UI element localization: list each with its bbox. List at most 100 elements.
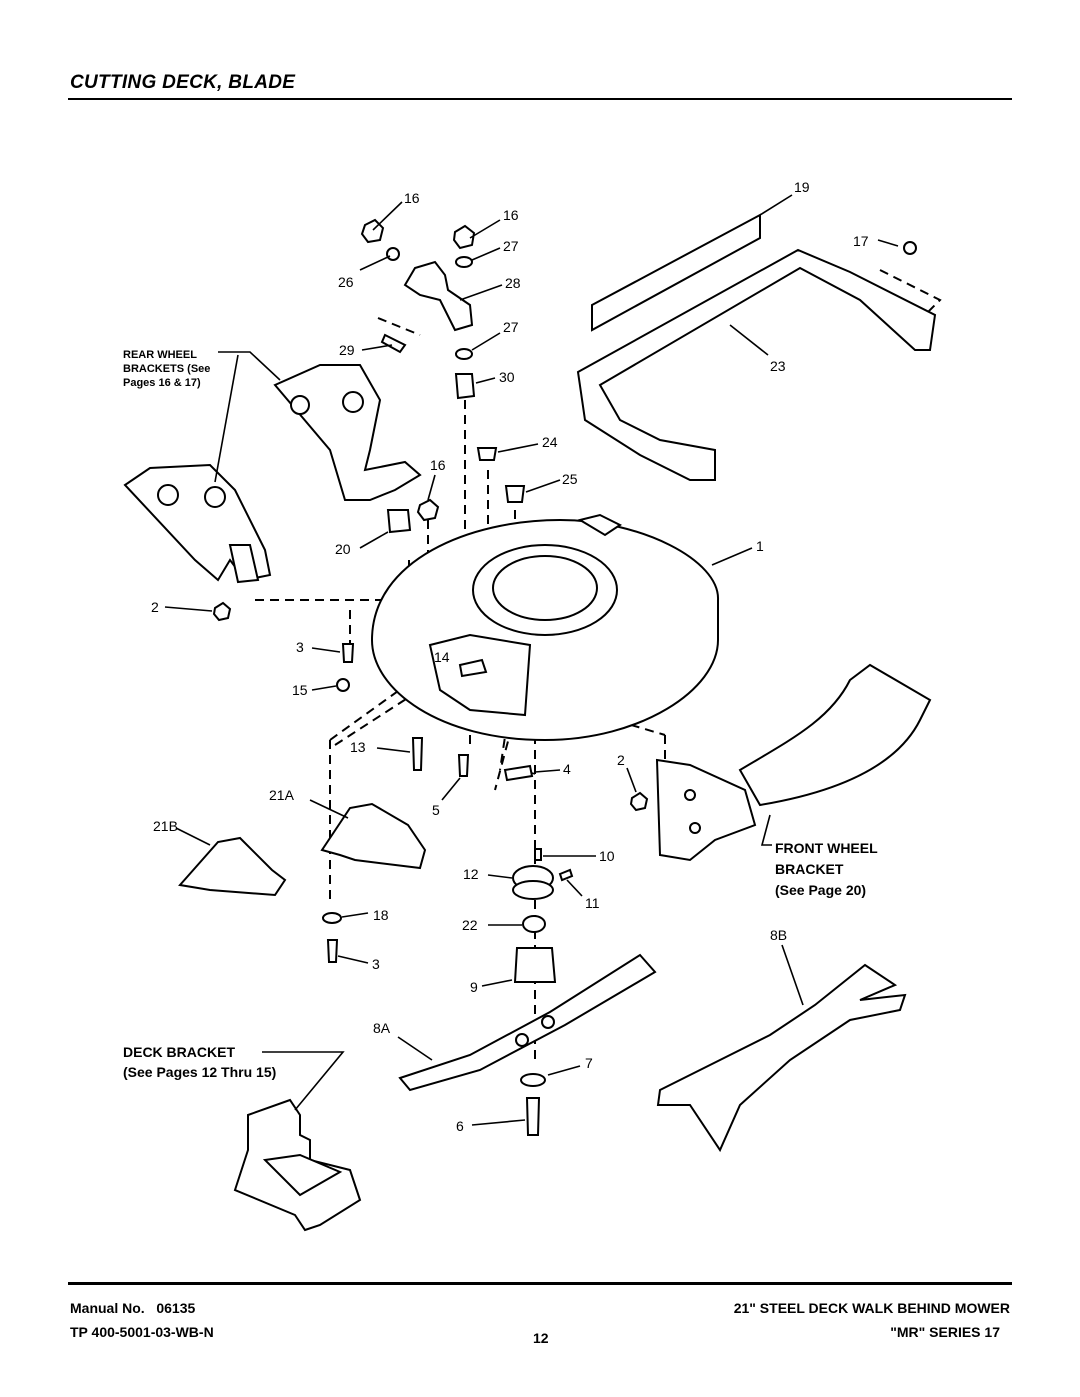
callout-18: 18 bbox=[373, 907, 389, 923]
footer-rule bbox=[68, 1282, 1012, 1285]
adapter-9 bbox=[513, 947, 557, 983]
front-wheel-note: FRONT WHEEL BRACKET (See Page 20) bbox=[775, 840, 878, 898]
washer-27-top bbox=[455, 256, 473, 268]
washer-26 bbox=[386, 247, 400, 261]
callout-14: 14 bbox=[434, 649, 450, 665]
nut-30 bbox=[454, 373, 476, 400]
svg-text:(See Page 20): (See Page 20) bbox=[775, 882, 866, 898]
nut-2-left bbox=[212, 601, 232, 622]
blades bbox=[398, 953, 907, 1153]
deck-brackets-21 bbox=[178, 802, 427, 897]
callout-8b: 8B bbox=[770, 927, 787, 943]
nut-16-deck bbox=[416, 498, 440, 522]
rear-wheel-note: REAR WHEEL BRACKETS (See Pages 16 & 17) bbox=[123, 349, 210, 389]
callout-3: 3 bbox=[296, 639, 304, 655]
deck-bracket bbox=[233, 1098, 362, 1232]
callout-4: 4 bbox=[563, 761, 571, 777]
svg-text:Pages 16 & 17): Pages 16 & 17) bbox=[123, 377, 201, 389]
callout-29: 29 bbox=[339, 342, 355, 358]
bracket-21a bbox=[320, 802, 427, 870]
callout-13: 13 bbox=[350, 739, 366, 755]
header-rule bbox=[68, 98, 1012, 100]
deck-hardware bbox=[212, 601, 649, 812]
svg-text:FRONT WHEEL: FRONT WHEEL bbox=[775, 840, 878, 856]
rear-wheel-brackets bbox=[123, 364, 422, 584]
washer-18 bbox=[322, 912, 342, 924]
leader-lines bbox=[164, 194, 899, 1126]
callout-5: 5 bbox=[432, 802, 440, 818]
tp-number: TP 400-5001-03-WB-N bbox=[70, 1324, 214, 1340]
page-number: 12 bbox=[533, 1330, 549, 1346]
bolt-29 bbox=[380, 333, 407, 354]
svg-text:REAR WHEEL: REAR WHEEL bbox=[123, 349, 197, 361]
callout-15: 15 bbox=[292, 682, 308, 698]
callout-1: 1 bbox=[756, 538, 764, 554]
top-hardware-group bbox=[360, 218, 476, 400]
plug-20 bbox=[386, 509, 412, 534]
screw-3-bottom bbox=[326, 939, 339, 963]
bracket-21b bbox=[178, 836, 287, 897]
callout-26: 26 bbox=[338, 274, 354, 290]
washer-7 bbox=[520, 1073, 546, 1087]
callout-27: 27 bbox=[503, 238, 519, 254]
callout-22: 22 bbox=[462, 917, 478, 933]
callout-9: 9 bbox=[470, 979, 478, 995]
nut-2-right bbox=[629, 791, 649, 812]
callout-12: 12 bbox=[463, 866, 479, 882]
callout-labels: 16 16 19 17 26 27 28 27 29 30 23 24 25 1… bbox=[151, 179, 869, 1134]
front-wheel-axle bbox=[738, 663, 932, 807]
callout-16: 16 bbox=[430, 457, 446, 473]
callout-11: 11 bbox=[585, 895, 600, 911]
washer-27-bottom bbox=[455, 348, 473, 360]
nut-16-right bbox=[452, 224, 476, 250]
front-wheel-bracket bbox=[655, 663, 932, 862]
callout-23: 23 bbox=[770, 358, 786, 374]
bolt-14 bbox=[458, 658, 488, 678]
bolt-13 bbox=[411, 737, 424, 771]
callout-2: 2 bbox=[151, 599, 159, 615]
callout-3: 3 bbox=[372, 956, 380, 972]
deck-bracket-note: DECK BRACKET (See Pages 12 Thru 15) bbox=[123, 1044, 276, 1080]
callout-6: 6 bbox=[456, 1118, 464, 1134]
key-10 bbox=[534, 848, 542, 861]
callout-30: 30 bbox=[499, 369, 515, 385]
svg-text:(See Pages 12 Thru 15): (See Pages 12 Thru 15) bbox=[123, 1064, 276, 1080]
strip-19 bbox=[591, 213, 761, 332]
callout-24: 24 bbox=[542, 434, 558, 450]
blade-8a bbox=[398, 953, 657, 1092]
plug-25 bbox=[504, 485, 526, 503]
cutting-deck-1 bbox=[370, 447, 720, 742]
baffle-and-handle bbox=[576, 213, 937, 481]
blade-adapter-stack bbox=[322, 848, 574, 983]
manual-number: Manual No. 06135 bbox=[70, 1300, 196, 1316]
callout-27: 27 bbox=[503, 319, 519, 335]
svg-text:BRACKETS (See: BRACKETS (See bbox=[123, 363, 210, 375]
callout-8a: 8A bbox=[373, 1020, 391, 1036]
product-name: 21" STEEL DECK WALK BEHIND MOWER bbox=[733, 1300, 1010, 1316]
callout-16: 16 bbox=[404, 190, 420, 206]
screw-17 bbox=[903, 241, 917, 255]
screw-5 bbox=[457, 754, 470, 777]
blade-8b bbox=[656, 963, 907, 1153]
bracket-28 bbox=[403, 260, 474, 332]
screw-11 bbox=[558, 868, 574, 882]
screw-3-top bbox=[341, 643, 355, 663]
handle-23 bbox=[576, 248, 937, 481]
svg-text:BRACKET: BRACKET bbox=[775, 861, 844, 877]
deck-chute bbox=[428, 633, 532, 717]
callout-28: 28 bbox=[505, 275, 521, 291]
svg-text:DECK BRACKET: DECK BRACKET bbox=[123, 1044, 235, 1060]
callout-10: 10 bbox=[599, 848, 615, 864]
callout-2: 2 bbox=[617, 752, 625, 768]
callout-21b: 21B bbox=[153, 818, 178, 834]
callout-21a: 21A bbox=[269, 787, 295, 803]
callout-25: 25 bbox=[562, 471, 578, 487]
callout-16: 16 bbox=[503, 207, 519, 223]
washer-15 bbox=[336, 678, 350, 692]
page-title: CUTTING DECK, BLADE bbox=[70, 72, 296, 93]
bolt-6 bbox=[525, 1097, 541, 1136]
washer-22 bbox=[522, 915, 546, 933]
callout-7: 7 bbox=[585, 1055, 593, 1071]
plug-24 bbox=[476, 447, 498, 461]
